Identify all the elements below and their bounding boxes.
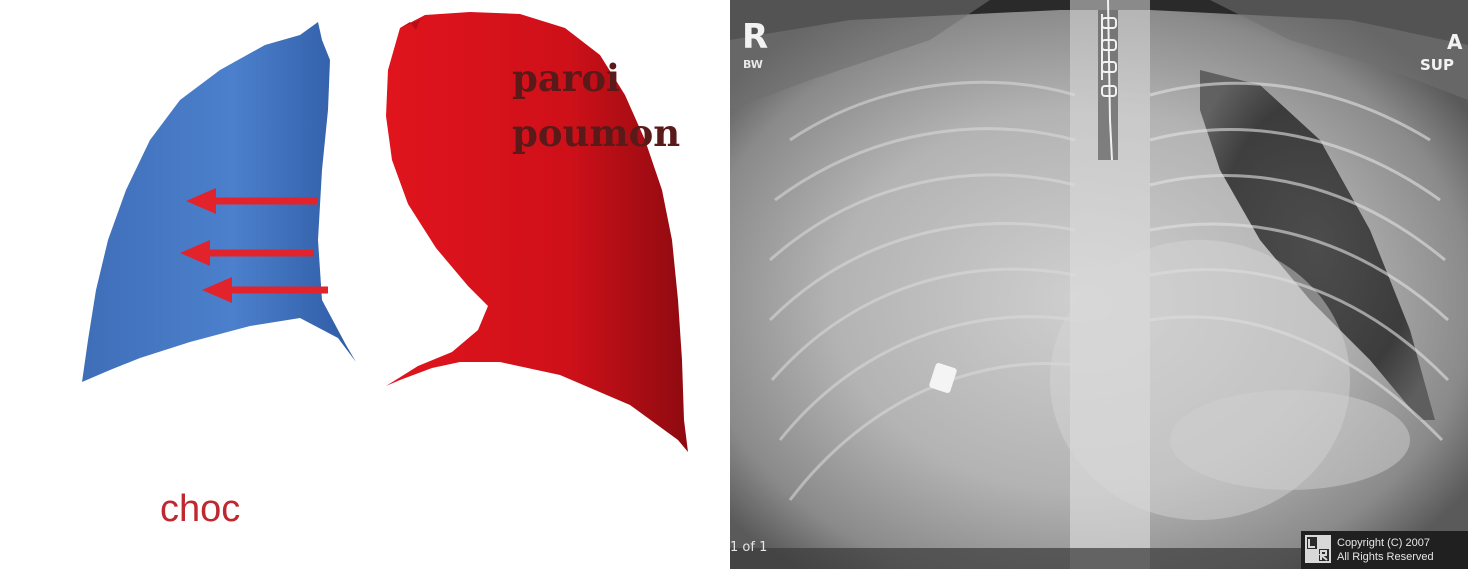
- xray-canvas: [730, 0, 1468, 569]
- lung-diagram-canvas: [0, 0, 730, 569]
- poumon-label: poumon: [512, 113, 680, 153]
- copyright-box: Copyright (C) 2007 All Rights Reserved: [1301, 531, 1468, 569]
- chest-xray-image: R BW A SUP 1 of 1 Copyright (C) 2007 All…: [730, 0, 1468, 569]
- choc-label: choc: [160, 488, 240, 531]
- xray-bw-marker: BW: [743, 58, 763, 71]
- lr-logo-icon: [1305, 535, 1331, 563]
- diaphragm: [1170, 390, 1410, 490]
- paroi-label: paroi: [512, 58, 620, 98]
- xray-a-marker: A: [1447, 30, 1462, 54]
- copyright-line-1: Copyright (C) 2007: [1337, 537, 1430, 549]
- page-indicator: 1 of 1: [730, 540, 767, 555]
- xray-position-label: SUP: [1420, 56, 1454, 74]
- xray-side-marker: R: [742, 20, 768, 54]
- copyright-line-2: All Rights Reserved: [1337, 551, 1434, 563]
- lung-diagram: paroi poumon choc: [0, 0, 730, 569]
